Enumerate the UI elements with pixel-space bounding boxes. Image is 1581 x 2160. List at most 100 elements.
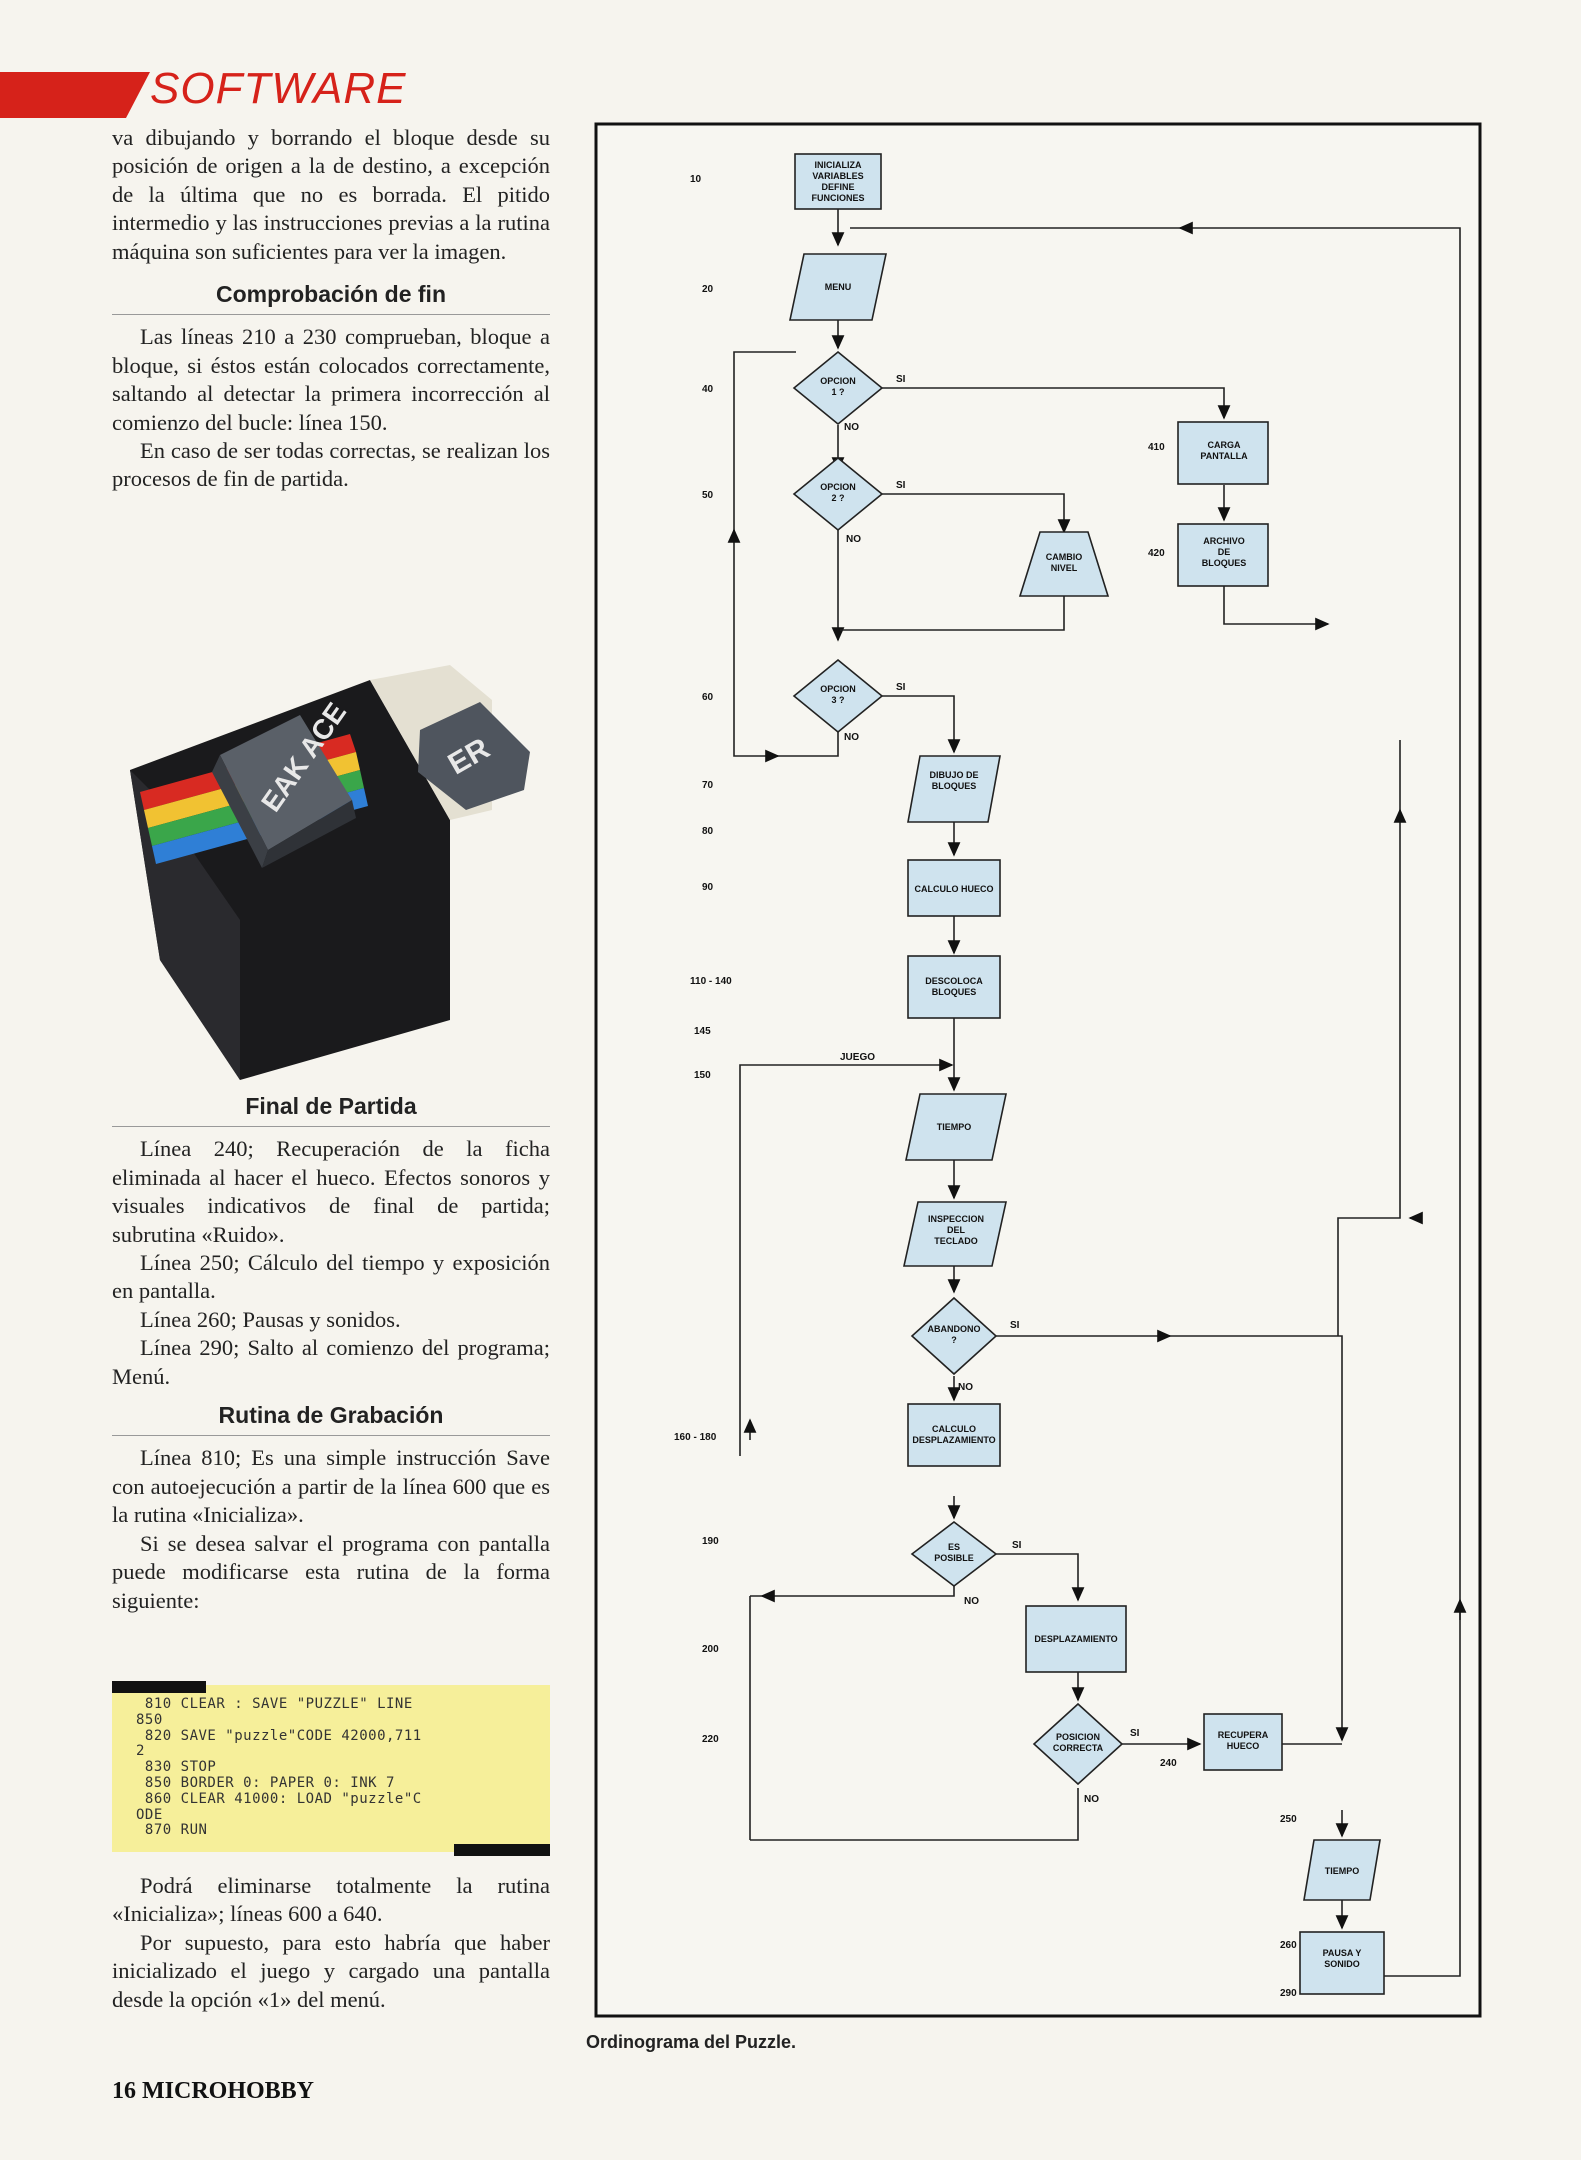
paragraph: Línea 240; Recuperación de la ficha elim… — [112, 1136, 550, 1247]
branch-label-no: NO — [846, 534, 861, 545]
text-column-middle: Final de Partida Línea 240; Recuperación… — [112, 1092, 550, 1615]
node-descoloca-bloques — [907, 955, 1001, 1019]
branch-label-no: NO — [844, 422, 859, 433]
line-number: 60 — [702, 692, 714, 703]
node-label: TIEMPO — [1325, 1866, 1360, 1876]
paragraph: Podrá eliminarse totalmente la rutina «I… — [112, 1873, 550, 1927]
heading-final-partida: Final de Partida — [112, 1092, 550, 1128]
node-label: MENU — [825, 282, 852, 292]
node-carga-pantalla — [1177, 421, 1269, 485]
node-inicializa — [794, 153, 882, 210]
line-number: 420 — [1148, 548, 1165, 559]
node-calculo-hueco — [907, 859, 1001, 917]
node-cambio-nivel — [1018, 531, 1110, 597]
heading-comprobacion: Comprobación de fin — [112, 280, 550, 316]
section-title: SOFTWARE — [150, 64, 407, 113]
line-number: 410 — [1148, 442, 1165, 453]
node-calculo-desplazamiento — [907, 1403, 1001, 1467]
line-number: 110 - 140 — [690, 976, 732, 987]
line-number: 20 — [702, 284, 714, 295]
line-number: 190 — [702, 1536, 719, 1547]
branch-label-no: NO — [958, 1382, 973, 1393]
node-pausa-sonido — [1299, 1931, 1385, 1995]
intro-paragraph: va dibujando y borrando el bloque desde … — [112, 125, 550, 264]
node-inspeccion-teclado — [903, 1201, 1007, 1267]
text-column-top: va dibujando y borrando el bloque desde … — [112, 124, 550, 494]
branch-label-si: SI — [1010, 1320, 1020, 1331]
branch-label-si: SI — [896, 374, 906, 385]
branch-label-juego: JUEGO — [840, 1052, 875, 1063]
paragraph: Línea 290; Salto al comienzo del program… — [112, 1335, 550, 1389]
node-opcion3 — [792, 658, 884, 734]
page-footer: 16 MICROHOBBY — [112, 2078, 315, 2104]
paragraph: Por supuesto, para esto habría que haber… — [112, 1929, 550, 2012]
branch-label-no: NO — [844, 732, 859, 743]
line-number: 50 — [702, 490, 714, 501]
line-number: 150 — [694, 1070, 711, 1081]
paragraph: Línea 250; Cálculo del tiempo y exposici… — [112, 1250, 550, 1304]
branch-label-si: SI — [1130, 1728, 1140, 1739]
code-listing: 810 CLEAR : SAVE "PUZZLE" LINE 850 820 S… — [112, 1681, 550, 1856]
paragraph: Las líneas 210 a 230 comprueban, bloque … — [112, 324, 550, 435]
node-desplazamiento — [1025, 1605, 1127, 1673]
line-number: 160 - 180 — [674, 1432, 717, 1443]
code-text: 810 CLEAR : SAVE "PUZZLE" LINE 850 820 S… — [136, 1696, 422, 1839]
line-number: 240 — [1160, 1758, 1177, 1769]
paragraph: En caso de ser todas correctas, se reali… — [112, 438, 550, 492]
branch-label-si: SI — [1012, 1540, 1022, 1551]
code-bar — [454, 1844, 550, 1856]
figure-caption: Ordinograma del Puzzle. — [586, 2032, 797, 2052]
paragraph: Línea 810; Es una simple instrucción Sav… — [112, 1445, 550, 1528]
node-opcion1 — [792, 350, 884, 426]
node-recupera-hueco — [1203, 1713, 1283, 1771]
keyboard-keys-photo: EAK ACE ER — [120, 660, 560, 1080]
node-label: TIEMPO — [937, 1122, 972, 1132]
line-number: 90 — [702, 882, 714, 893]
node-label: ABANDONO? — [928, 1324, 981, 1345]
line-number: 80 — [702, 826, 714, 837]
line-number: 260 — [1280, 1940, 1297, 1951]
branch-label-no: NO — [964, 1596, 979, 1607]
line-number: 70 — [702, 780, 714, 791]
line-number: 250 — [1280, 1814, 1297, 1825]
line-number: 200 — [702, 1644, 719, 1655]
node-archivo-bloques — [1177, 523, 1269, 587]
line-number: 145 — [694, 1026, 711, 1037]
section-header-bar — [0, 72, 150, 118]
node-label: CALCULO HUECO — [915, 884, 994, 894]
node-abandono — [910, 1296, 998, 1376]
node-dibujo-bloques — [907, 755, 1001, 823]
line-number: 10 — [690, 174, 702, 185]
node-opcion2 — [792, 456, 884, 532]
branch-label-no: NO — [1084, 1794, 1099, 1805]
node-es-posible — [910, 1520, 998, 1588]
node-label: DESPLAZAMIENTO — [1034, 1634, 1117, 1644]
line-number: 290 — [1280, 1988, 1297, 1999]
line-number: 220 — [702, 1734, 719, 1745]
text-column-bottom: Podrá eliminarse totalmente la rutina «I… — [112, 1872, 550, 2014]
code-bar — [112, 1681, 206, 1693]
node-posicion-correcta — [1032, 1702, 1124, 1786]
node-tiempo-final — [1303, 1839, 1381, 1901]
line-number: 40 — [702, 384, 714, 395]
branch-label-si: SI — [896, 480, 906, 491]
paragraph: Si se desea salvar el programa con panta… — [112, 1530, 550, 1613]
branch-label-si: SI — [896, 682, 906, 693]
paragraph: Línea 260; Pausas y sonidos. — [140, 1306, 401, 1332]
flowchart-frame — [594, 122, 1482, 2018]
